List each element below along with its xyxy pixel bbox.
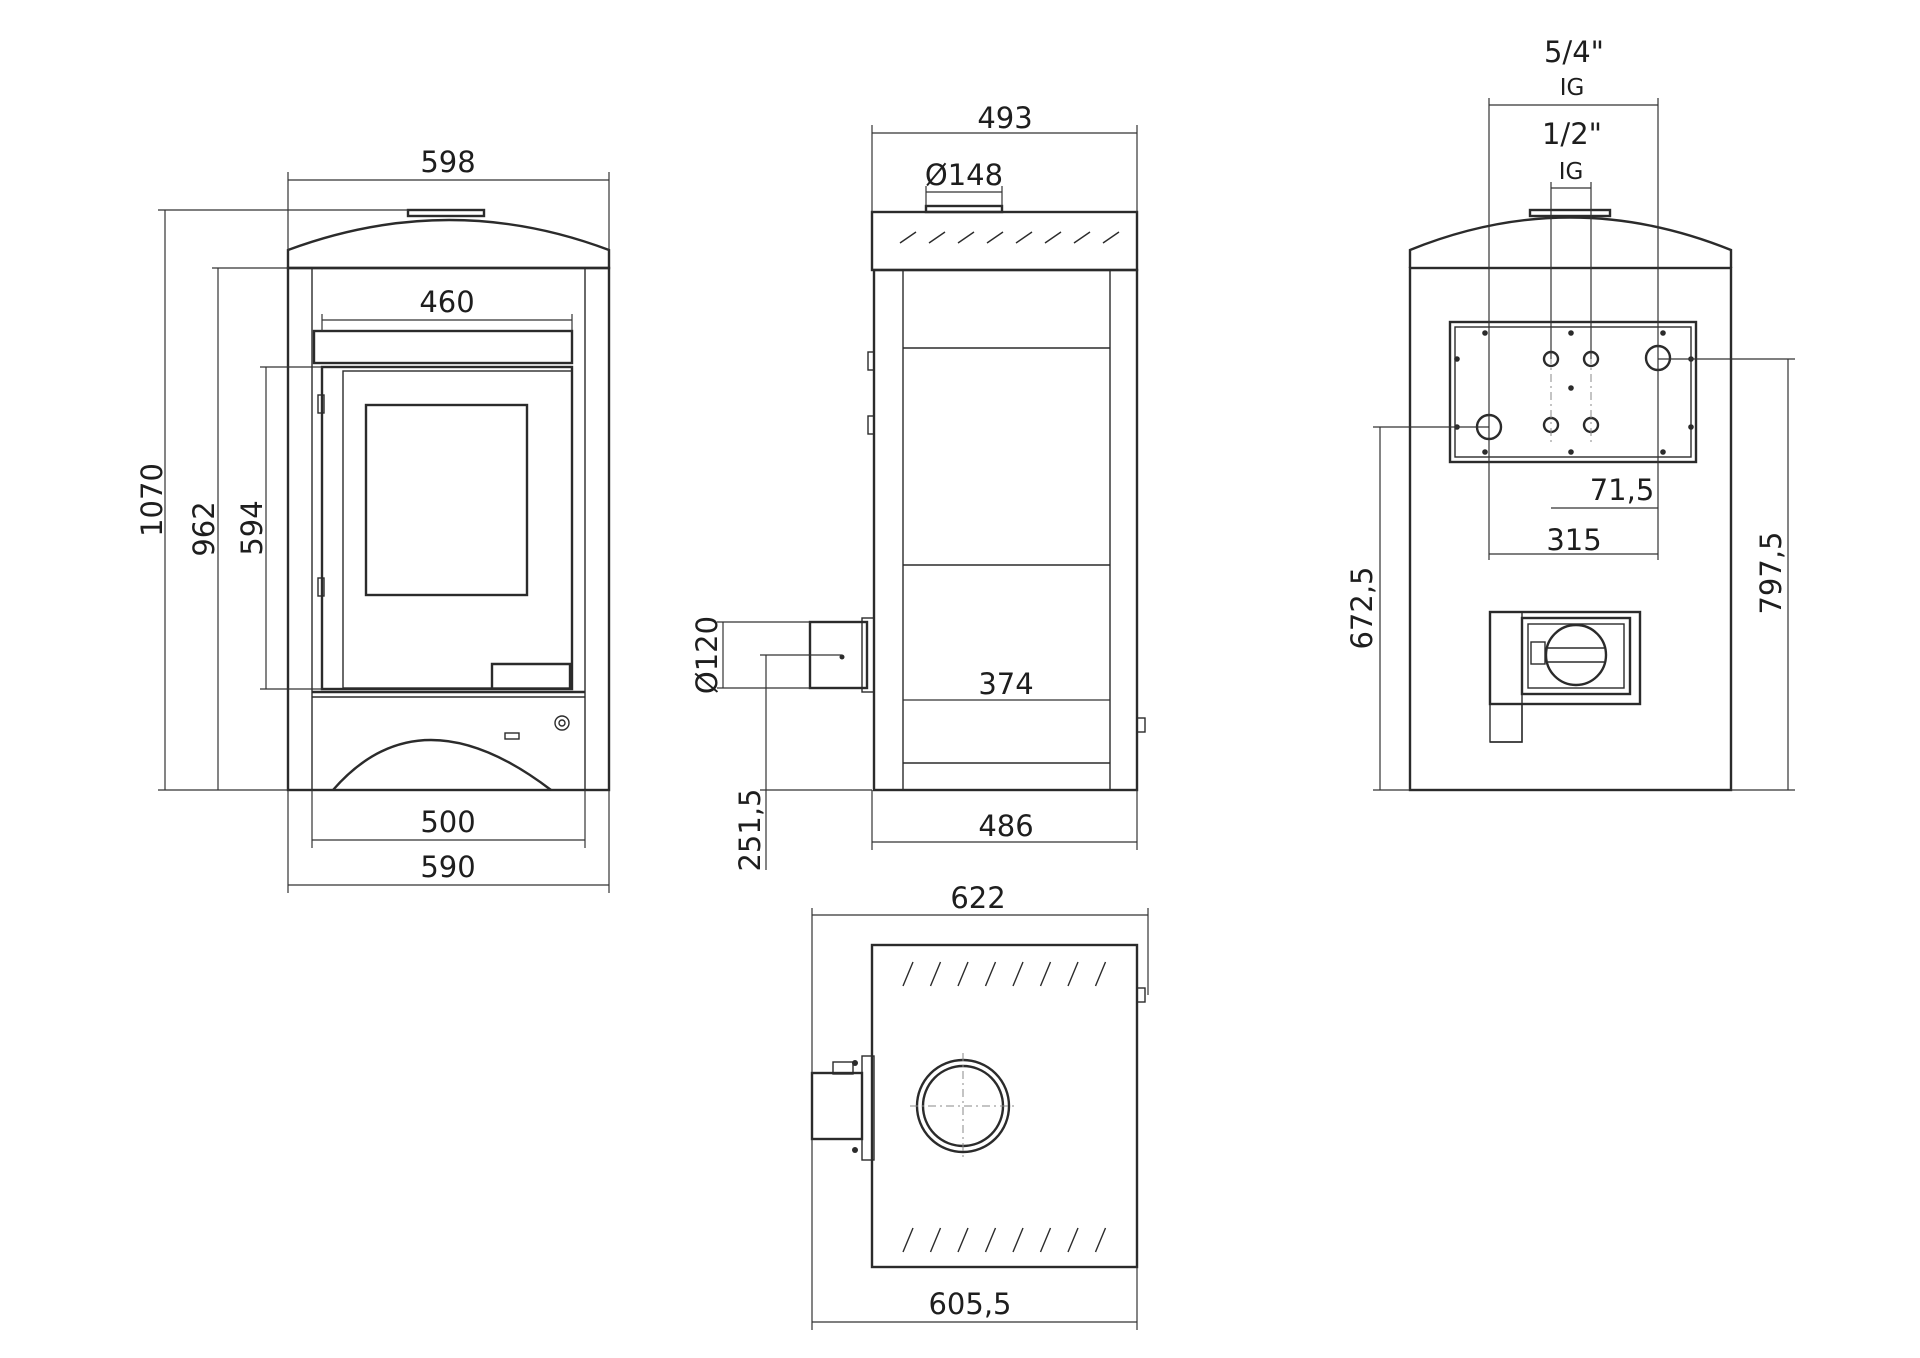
vent-slot (1094, 961, 1107, 987)
vent-slot (1039, 1227, 1052, 1253)
dim-top-width: 605,5 (928, 1287, 1011, 1321)
top-view (810, 943, 1146, 1269)
vent-slot (1102, 231, 1120, 244)
dim-flue-diameter: Ø148 (925, 158, 1003, 192)
dim-pipe-diameter: Ø120 (690, 616, 724, 694)
rear-dimensions (1373, 98, 1795, 791)
dim-side-depth-top: 493 (977, 101, 1032, 135)
vent-slot (902, 961, 914, 987)
bolt (1660, 330, 1666, 336)
vent-slot (929, 961, 942, 987)
side-dimensions (717, 125, 1138, 870)
bolt (1688, 424, 1694, 430)
vent-slot (1039, 961, 1052, 987)
dim-pipe-height: 251,5 (733, 788, 767, 871)
dim-front-width-top: 598 (420, 145, 475, 179)
front-dimensions (158, 172, 610, 893)
dim-height-total: 1070 (135, 463, 169, 537)
vent-slot (1044, 231, 1062, 244)
vent-slot (899, 231, 917, 244)
dim-height-right: 797,5 (1754, 531, 1788, 614)
dim-conn-large-thread: IG (1560, 75, 1585, 101)
vent-slot (902, 1227, 914, 1253)
vent-slot (1067, 1227, 1079, 1253)
vent-slot (1015, 231, 1033, 244)
vent-slot (1067, 961, 1079, 987)
top-dimensions (811, 908, 1149, 1330)
dim-spacing-small: 71,5 (1590, 473, 1655, 507)
rear-view (1408, 208, 1733, 792)
bolt (1568, 449, 1574, 455)
bolt (1568, 385, 1574, 391)
vent-slot (1073, 231, 1091, 244)
vent-slot (984, 1227, 997, 1253)
vent-slot (957, 231, 975, 244)
dim-top-depth: 622 (950, 881, 1005, 915)
dim-door-height: 594 (235, 500, 269, 555)
bolt (1660, 449, 1666, 455)
dim-conn-small: 1/2" (1542, 117, 1602, 151)
vent-slot (1094, 1227, 1107, 1253)
dim-door-width: 460 (419, 285, 474, 319)
vent-slot (957, 1227, 969, 1253)
bolt (1454, 356, 1460, 362)
front-view (286, 208, 611, 792)
dim-conn-small-thread: IG (1559, 159, 1584, 185)
dim-height-left: 672,5 (1345, 566, 1379, 649)
dim-conn-large: 5/4" (1544, 35, 1604, 69)
vent-slot (984, 961, 997, 987)
dim-spacing-large: 315 (1546, 523, 1601, 557)
vent-slot (1012, 961, 1024, 987)
dim-side-depth-bottom: 486 (978, 809, 1033, 843)
vent-slot (928, 231, 946, 244)
vent-slot (1012, 1227, 1024, 1253)
bolt (1482, 449, 1488, 455)
vent-slot (929, 1227, 942, 1253)
bolt (1568, 330, 1574, 336)
dim-panel-width: 374 (978, 667, 1033, 701)
side-view (808, 204, 1146, 792)
bolt (1482, 330, 1488, 336)
dim-height-body: 962 (187, 501, 221, 556)
dim-front-width-bottom: 590 (420, 850, 475, 884)
vent-slot (986, 231, 1004, 244)
dim-base-width: 500 (420, 805, 475, 839)
vent-slot (957, 961, 969, 987)
